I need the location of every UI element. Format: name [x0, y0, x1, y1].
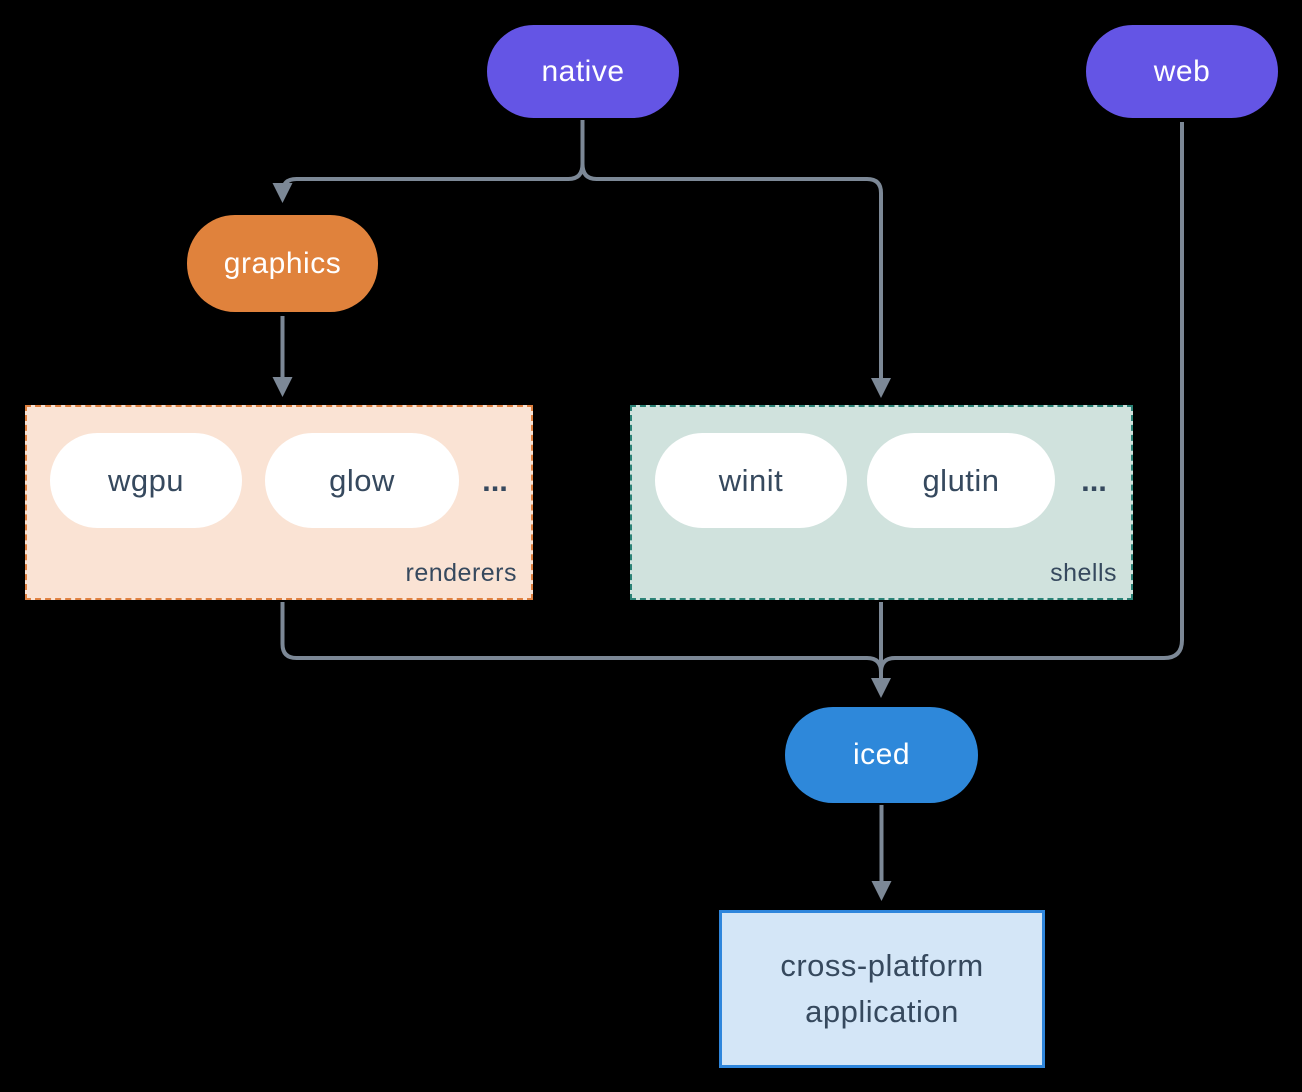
application-box: cross-platform application: [719, 910, 1045, 1068]
edge-native-shells: [580, 120, 891, 398]
pill-wgpu-label: wgpu: [107, 462, 185, 498]
application-label-line1: cross-platform: [780, 947, 984, 983]
node-native: native: [487, 25, 679, 118]
pill-winit-label: winit: [718, 462, 784, 498]
node-iced: iced: [785, 707, 978, 803]
pill-glow: glow: [265, 433, 459, 528]
node-web: web: [1086, 25, 1278, 118]
pill-glow-label: glow: [329, 462, 395, 498]
pill-glutin: glutin: [867, 433, 1055, 528]
group-shells: winit glutin ... shells: [630, 405, 1133, 600]
node-web-label: web: [1153, 54, 1211, 88]
node-native-label: native: [541, 54, 625, 88]
renderers-group-label: renderers: [405, 559, 517, 587]
node-iced-label: iced: [852, 738, 911, 771]
edge-renderers-merge: [280, 602, 883, 673]
node-graphics: graphics: [187, 215, 378, 312]
application-label-line2: application: [805, 994, 959, 1029]
edge-native-graphics: [272, 120, 585, 203]
shells-ellipsis: ...: [1081, 462, 1107, 498]
renderers-ellipsis: ...: [482, 462, 508, 498]
pill-glutin-label: glutin: [922, 462, 1000, 498]
group-renderers: wgpu glow ... renderers: [25, 405, 533, 600]
node-graphics-label: graphics: [223, 246, 342, 280]
shells-group-label: shells: [1050, 559, 1117, 587]
pill-winit: winit: [655, 433, 847, 528]
pill-wgpu: wgpu: [50, 433, 242, 528]
